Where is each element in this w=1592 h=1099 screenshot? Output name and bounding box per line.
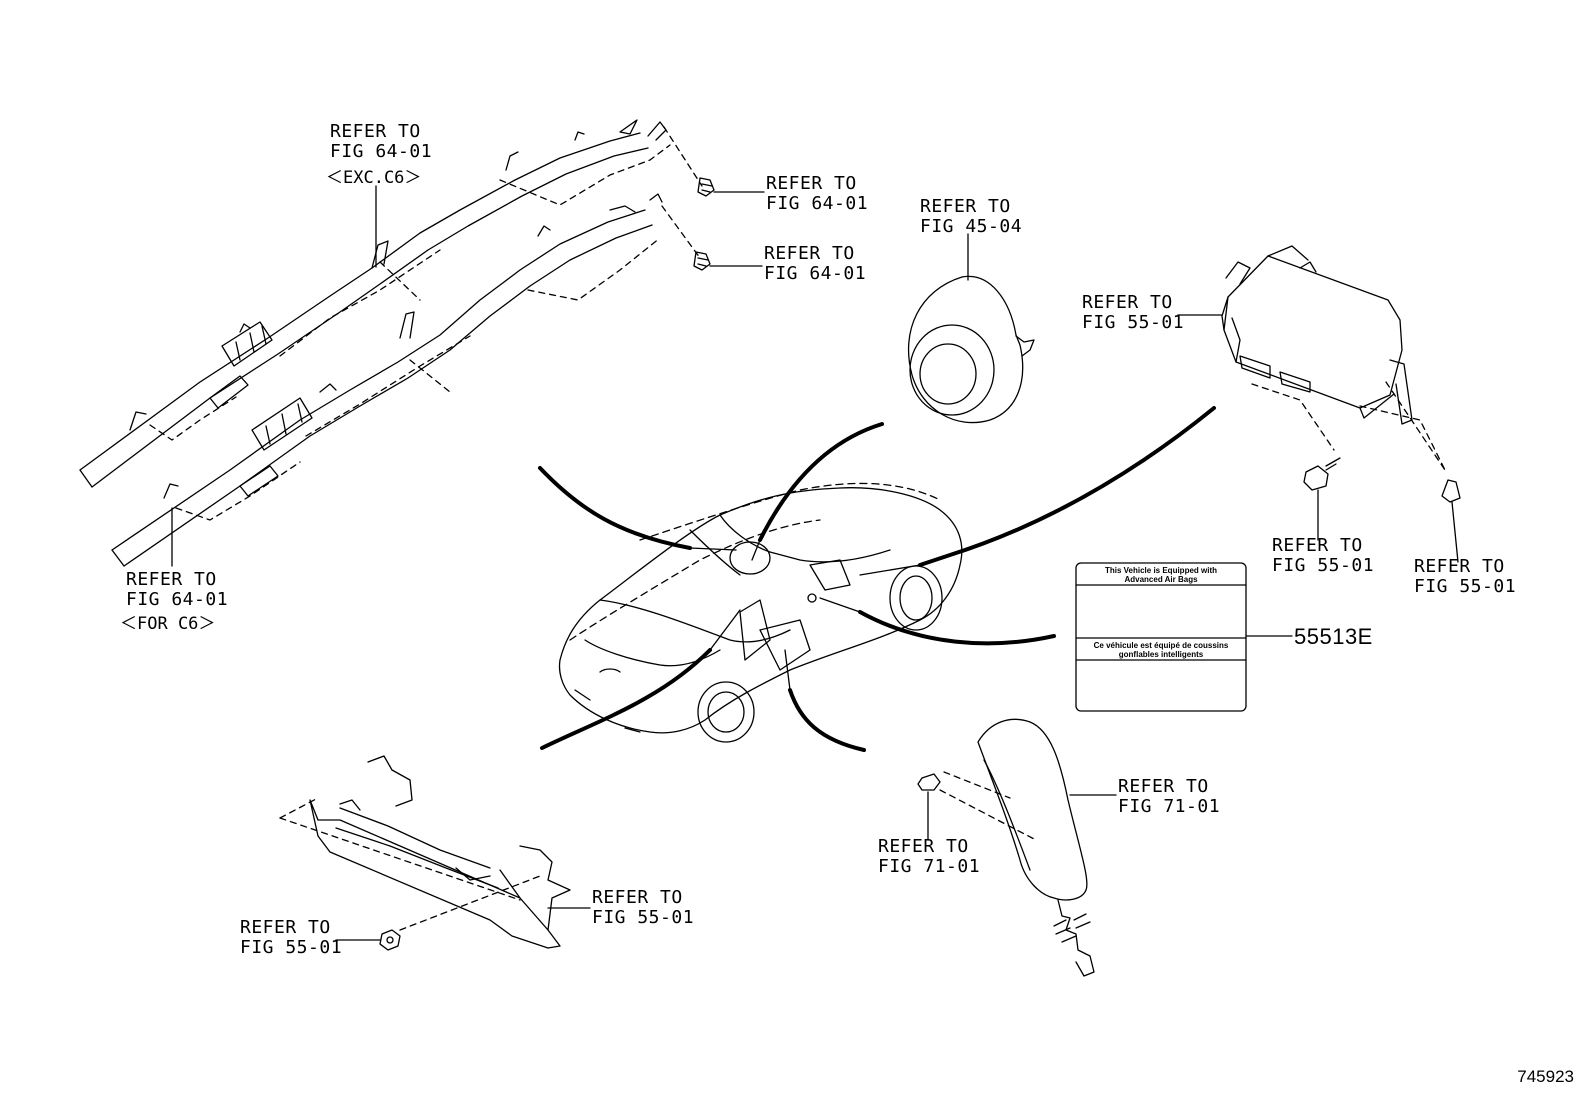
ref-passenger-bolt-left[interactable]: REFER TO FIG 55-01: [1272, 536, 1374, 576]
ref-line2: FIG 55-01: [1272, 555, 1375, 576]
note-exc-c6: ＜EXC.C6＞: [326, 168, 422, 188]
note-for-c6: ＜FOR C6＞: [120, 614, 216, 634]
part-number-label[interactable]: 55513E: [1294, 624, 1373, 649]
ref-bolt-upper[interactable]: REFER TO FIG 64-01: [766, 174, 868, 214]
ref-passenger-bolt-right[interactable]: REFER TO FIG 55-01: [1414, 557, 1516, 597]
bolt-upper: [697, 177, 765, 197]
steering-airbag: [907, 233, 1035, 424]
label-text-fr-line1: Ce véhicule est équipé de coussins: [1093, 641, 1229, 650]
label-text-en-line2: Advanced Air Bags: [1124, 575, 1198, 584]
curtain-airbag-for-c6: [111, 193, 701, 567]
ref-line1: REFER TO: [126, 569, 217, 590]
ref-curtain-for-c6[interactable]: REFER TO FIG 64-01: [126, 570, 228, 610]
seat-airbag: [917, 718, 1117, 977]
ref-line2: FIG 55-01: [240, 937, 343, 958]
ref-bolt-lower[interactable]: REFER TO FIG 64-01: [764, 244, 866, 284]
label-text-en-line1: This Vehicle is Equipped with: [1104, 566, 1218, 575]
ref-knee-airbag[interactable]: REFER TO FIG 55-01: [592, 888, 694, 928]
ref-line2: FIG 64-01: [330, 141, 433, 162]
bolt-lower: [693, 251, 763, 271]
vehicle-outline: [558, 482, 963, 743]
ref-line2: FIG 64-01: [764, 263, 867, 284]
ref-line2: FIG 45-04: [920, 216, 1023, 237]
ref-steering-airbag[interactable]: REFER TO FIG 45-04: [920, 197, 1022, 237]
ref-passenger-airbag[interactable]: REFER TO FIG 55-01: [1082, 293, 1184, 333]
bolt-passenger-left: [1303, 457, 1341, 541]
ref-line2: FIG 55-01: [592, 907, 695, 928]
figure-id: 745923: [1517, 1067, 1574, 1086]
ref-line1: REFER TO: [1272, 535, 1363, 556]
ref-seat-airbag-nut[interactable]: REFER TO FIG 71-01: [878, 837, 980, 877]
ref-line1: REFER TO: [1082, 292, 1173, 313]
ref-line1: REFER TO: [764, 243, 855, 264]
curtain-airbag-exc-c6: [79, 119, 703, 488]
ref-line2: FIG 64-01: [766, 193, 869, 214]
ref-line1: REFER TO: [1414, 556, 1505, 577]
ref-curtain-exc-c6[interactable]: REFER TO FIG 64-01: [330, 122, 432, 162]
ref-line1: REFER TO: [592, 887, 683, 908]
ref-knee-airbag-nut[interactable]: REFER TO FIG 55-01: [240, 918, 342, 958]
knee-airbag-nut: [335, 929, 401, 951]
label-text-english: This Vehicle is Equipped with Advanced A…: [1080, 566, 1242, 584]
ref-line1: REFER TO: [240, 917, 331, 938]
knee-airbag: [279, 755, 591, 949]
ref-line1: REFER TO: [878, 836, 969, 857]
ref-line2: FIG 55-01: [1082, 312, 1185, 333]
ref-line1: REFER TO: [330, 121, 421, 142]
caution-label: [1075, 562, 1293, 712]
ref-line2: FIG 71-01: [1118, 796, 1221, 817]
label-text-french: Ce véhicule est équipé de coussins gonfl…: [1080, 641, 1242, 659]
ref-line2: FIG 55-01: [1414, 576, 1517, 597]
bolt-passenger-right: [1441, 479, 1461, 563]
ref-line1: REFER TO: [766, 173, 857, 194]
label-text-fr-line2: gonflables intelligents: [1118, 650, 1204, 659]
ref-line2: FIG 71-01: [878, 856, 981, 877]
ref-line1: REFER TO: [1118, 776, 1209, 797]
callout-leaders: [538, 406, 1216, 752]
ref-line1: REFER TO: [920, 196, 1011, 217]
ref-seat-airbag[interactable]: REFER TO FIG 71-01: [1118, 777, 1220, 817]
ref-line2: FIG 64-01: [126, 589, 229, 610]
passenger-airbag: [1177, 245, 1446, 471]
